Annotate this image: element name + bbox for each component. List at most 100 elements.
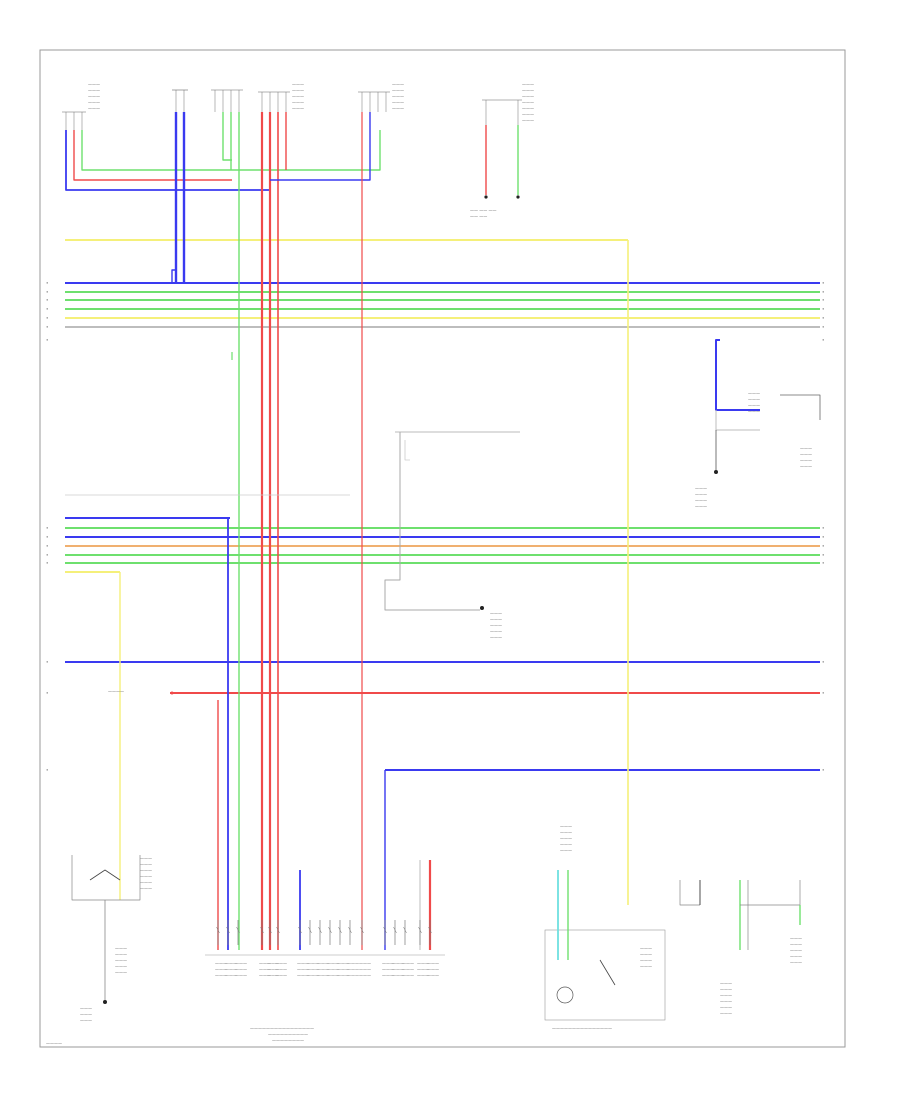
label-row-pin-label-1-1: ——— bbox=[225, 967, 237, 972]
label-row-range-switch-ground-2: ——— bbox=[80, 1018, 92, 1023]
label-row-range-switch-5: ——— bbox=[140, 886, 152, 891]
label-row-pin-label-4-0: ——— bbox=[267, 961, 279, 966]
label-row-f-6: ——— bbox=[522, 118, 534, 123]
label-row-d-2: ——— bbox=[292, 94, 304, 99]
label-row-d-0: ——— bbox=[292, 82, 304, 87]
control-unit-pin-tick-4 bbox=[268, 926, 272, 934]
control-unit-pin-tick-11 bbox=[348, 926, 352, 934]
label-row-module-c-caption-3: ——— bbox=[790, 954, 802, 959]
label-row-pin-label-13-1: ——— bbox=[382, 967, 394, 972]
selector-symbol bbox=[556, 986, 574, 1004]
top-right-caption: —— —— —— bbox=[470, 208, 497, 213]
control-unit-pin-tick-14 bbox=[393, 926, 397, 934]
label-row-selector-top-4: ——— bbox=[560, 848, 572, 853]
label-row-right-connector-1: ——— bbox=[748, 397, 760, 402]
left-bullet-label: ———— bbox=[108, 689, 124, 694]
label-row-pin-label-6-2: ——— bbox=[297, 973, 309, 978]
label-row-selector-top-1: ——— bbox=[560, 830, 572, 835]
label-row-ground-caption-3: ——— bbox=[695, 504, 707, 509]
control-unit-pin-tick-7 bbox=[308, 926, 312, 934]
label-row-range-switch-0: ——— bbox=[140, 856, 152, 861]
control-unit-caption: ———————————————— bbox=[250, 1026, 314, 1031]
label-row-f-5: ——— bbox=[522, 112, 534, 117]
label-row-module-b-caption-2: ——— bbox=[720, 993, 732, 998]
bus-end-marker-6: • bbox=[822, 338, 824, 343]
label-row-selector-top-2: ——— bbox=[560, 836, 572, 841]
control-unit-pin-tick-13 bbox=[383, 926, 387, 934]
control-unit-pin-tick-0 bbox=[216, 926, 220, 934]
label-row-pin-label-7-1: ——— bbox=[307, 967, 319, 972]
ground-mid bbox=[480, 606, 484, 610]
label-row-range-switch-2: ——— bbox=[140, 868, 152, 873]
bus-start-marker-3: • bbox=[46, 307, 48, 312]
label-row-selector-right-3: ——— bbox=[640, 964, 652, 969]
control-unit-pin-tick-2 bbox=[236, 926, 240, 934]
control-unit-pin-tick-8 bbox=[318, 926, 322, 934]
label-row-pin-label-16-1: ——— bbox=[417, 967, 429, 972]
bus-end-marker-5: • bbox=[822, 325, 824, 330]
label-row-module-b-caption-1: ——— bbox=[720, 987, 732, 992]
label-row-a-2: ——— bbox=[88, 94, 100, 99]
wire-right-bracket bbox=[780, 394, 821, 420]
label-row-pin-label-2-0: ——— bbox=[235, 961, 247, 966]
label-row-pin-label-11-1: ——— bbox=[347, 967, 359, 972]
bus-start-marker-0: • bbox=[46, 281, 48, 286]
label-row-f-4: ——— bbox=[522, 106, 534, 111]
selector-contact bbox=[599, 959, 616, 986]
bus-end-marker-13: • bbox=[822, 691, 824, 696]
label-row-right-caption-1: ——— bbox=[800, 452, 812, 457]
label-row-ground-caption-1: ——— bbox=[695, 492, 707, 497]
bus-end-marker-3: • bbox=[822, 307, 824, 312]
label-row-pin-label-0-0: ——— bbox=[215, 961, 227, 966]
label-row-e-4: ——— bbox=[392, 106, 404, 111]
label-row-f-3: ——— bbox=[522, 100, 534, 105]
label-row-right-caption-2: ——— bbox=[800, 458, 812, 463]
label-row-d-3: ——— bbox=[292, 100, 304, 105]
label-row-pin-label-7-2: ——— bbox=[307, 973, 319, 978]
bus-end-marker-8: • bbox=[822, 535, 824, 540]
label-row-range-switch-low-0: ——— bbox=[115, 946, 127, 951]
control-unit-pin-tick-12 bbox=[360, 926, 364, 934]
label-row-pin-label-4-2: ——— bbox=[267, 973, 279, 978]
label-row-pin-label-11-2: ——— bbox=[347, 973, 359, 978]
control-unit-caption-3: ———————— bbox=[272, 1038, 304, 1043]
label-row-d-4: ——— bbox=[292, 106, 304, 111]
bus-end-marker-4: • bbox=[822, 316, 824, 321]
label-row-module-b-caption-4: ——— bbox=[720, 1005, 732, 1010]
range-switch-contact bbox=[89, 869, 121, 881]
label-row-range-switch-4: ——— bbox=[140, 880, 152, 885]
label-row-f-1: ——— bbox=[522, 88, 534, 93]
label-row-pin-label-7-0: ——— bbox=[307, 961, 319, 966]
label-row-range-switch-1: ——— bbox=[140, 862, 152, 867]
label-row-range-switch-low-4: ——— bbox=[115, 970, 127, 975]
label-row-range-switch-low-2: ——— bbox=[115, 958, 127, 963]
control-unit-pin-tick-1 bbox=[226, 926, 230, 934]
label-row-pin-label-13-2: ——— bbox=[382, 973, 394, 978]
bus-start-marker-9: • bbox=[46, 544, 48, 549]
bus-start-marker-7: • bbox=[46, 526, 48, 531]
label-row-mid-ground-0: ——— bbox=[490, 611, 502, 616]
label-row-pin-label-5-2: ——— bbox=[275, 973, 287, 978]
control-unit-pin-tick-3 bbox=[260, 926, 264, 934]
control-unit-pin-tick-15 bbox=[403, 926, 407, 934]
label-row-ground-caption-2: ——— bbox=[695, 498, 707, 503]
label-row-pin-label-2-2: ——— bbox=[235, 973, 247, 978]
label-row-mid-ground-4: ——— bbox=[490, 635, 502, 640]
label-row-right-caption-0: ——— bbox=[800, 446, 812, 451]
control-unit-pin-tick-10 bbox=[338, 926, 342, 934]
selector-caption: ——————————————— bbox=[552, 1026, 612, 1031]
bus-start-marker-8: • bbox=[46, 535, 48, 540]
label-row-pin-label-5-1: ——— bbox=[275, 967, 287, 972]
label-row-e-2: ——— bbox=[392, 94, 404, 99]
wire-blue-e-1 bbox=[270, 112, 371, 181]
control-unit-pin-tick-5 bbox=[276, 926, 280, 934]
wire-blue-b-join bbox=[65, 269, 176, 284]
label-row-pin-label-6-0: ——— bbox=[297, 961, 309, 966]
label-row-f-0: ——— bbox=[522, 82, 534, 87]
control-unit-pin-tick-17 bbox=[428, 926, 432, 934]
bus-start-marker-12: • bbox=[46, 660, 48, 665]
label-row-selector-top-0: ——— bbox=[560, 824, 572, 829]
bus-end-marker-10: • bbox=[822, 553, 824, 558]
